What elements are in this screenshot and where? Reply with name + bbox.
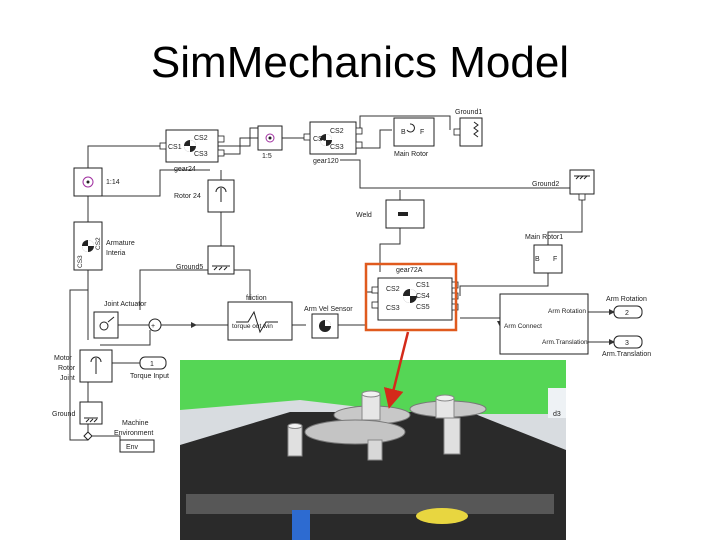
ground5-label: Ground5 — [176, 264, 203, 271]
armature-port-cs3: CS3 — [77, 255, 84, 268]
friction-block[interactable]: friction torque out win — [227, 295, 293, 341]
gear72a-port-cs4: CS4 — [416, 293, 430, 300]
red-pointer-arrow — [383, 331, 410, 409]
ratio-1-5-block[interactable]: 1:5 — [257, 125, 283, 160]
joint-label: Joint — [60, 375, 75, 382]
main-rotor1-block[interactable]: B F Main Rotor1 — [525, 234, 563, 274]
torque-input-port[interactable]: 1 Torque Input — [130, 356, 169, 380]
outport-arm-translation[interactable]: 3 Arm.Translation — [602, 335, 651, 358]
arm-translation-port-label: Arm.Translation — [542, 339, 588, 346]
ratio-1-14-label: 1:14 — [106, 179, 120, 186]
armature-label: Armature — [106, 240, 135, 247]
outport-arm-rotation-label: Arm Rotation — [606, 296, 647, 303]
torque-block-label: torque out win — [232, 323, 273, 330]
outport-arm-translation-label: Arm.Translation — [602, 351, 651, 358]
ground-label: Ground — [52, 411, 75, 418]
svg-text:+: + — [151, 323, 155, 330]
main-rotor-label: Main Rotor — [394, 151, 429, 158]
main-rotor1-label: Main Rotor1 — [525, 234, 563, 241]
ground1-block[interactable]: Ground1 — [453, 109, 483, 147]
arm-subsystem-block[interactable]: Arm Rotation Arm Connect Arm.Translation — [499, 293, 589, 355]
gear120-block[interactable]: CS1 CS2 CS3 gear120 — [303, 121, 363, 165]
gear72a-port-cs5: CS5 — [416, 304, 430, 311]
ground-block[interactable]: Ground — [52, 401, 103, 425]
ratio-1-5-label: 1:5 — [262, 153, 272, 160]
ground2-label: Ground2 — [532, 181, 559, 188]
main-rotor-port-f: F — [420, 129, 424, 136]
joint-actuator-block[interactable]: Joint Actuator — [93, 301, 147, 339]
env-label: Env — [126, 444, 139, 451]
outport-3-label: 3 — [625, 340, 629, 347]
ground5-block[interactable]: Ground5 — [176, 245, 235, 275]
armature-interia-block[interactable]: CS3 CS2 Armature Interia — [73, 221, 135, 271]
inport-1-label: 1 — [150, 361, 154, 368]
machine-label: Machine — [122, 420, 149, 427]
joint-actuator-label: Joint Actuator — [104, 301, 147, 308]
machine-environment-block[interactable]: Env Machine Environment — [83, 420, 155, 453]
sum-junction[interactable]: + — [148, 318, 162, 332]
main-rotor1-port-f: F — [553, 256, 557, 263]
connection-lines — [69, 115, 615, 441]
gear72a-port-cs2: CS2 — [386, 286, 400, 293]
rotor24-label: Rotor 24 — [174, 193, 201, 200]
weld-block[interactable]: Weld — [356, 199, 425, 229]
arm-connect-label: Arm Connect — [504, 323, 542, 330]
port-label-cs3: CS3 — [194, 151, 208, 158]
gear72a-block[interactable]: CS2 CS3 CS1 CS4 CS5 gear72A — [364, 262, 459, 332]
ground2-block[interactable]: Ground2 — [532, 169, 595, 201]
gear120-port-cs2: CS2 — [330, 128, 344, 135]
gear120-port-cs3: CS3 — [330, 144, 344, 151]
weld-label: Weld — [356, 212, 372, 219]
gear72a-highlight-box — [364, 262, 458, 332]
arm-rotation-port-label: Arm Rotation — [548, 308, 586, 315]
torque-input-label: Torque Input — [130, 373, 169, 380]
gear-3d-render: d3 — [180, 360, 566, 540]
gear120-port-cs1: CS1 — [313, 136, 327, 143]
outport-2-label: 2 — [625, 310, 629, 317]
rotor-label: Rotor — [58, 365, 76, 372]
armature-port-cs2: CS2 — [95, 237, 102, 250]
ground1-label: Ground1 — [455, 109, 482, 116]
friction-label: friction — [246, 295, 267, 302]
motor-rotor-joint-block[interactable]: Motor Rotor Joint — [54, 349, 113, 383]
arm-vel-sensor-label: Arm Vel Sensor — [304, 306, 353, 313]
arm-vel-sensor-block[interactable]: Arm Vel Sensor — [304, 306, 353, 339]
main-rotor-block[interactable]: B F Main Rotor — [393, 117, 435, 158]
gear24-label: gear24 — [174, 166, 196, 173]
ground3-label: d3 — [553, 411, 561, 418]
port-label-cs2: CS2 — [194, 135, 208, 142]
gear24-block[interactable]: CS1 CS2 CS3 gear24 — [159, 129, 225, 173]
motor-label: Motor — [54, 355, 73, 362]
gear72a-port-cs3: CS3 — [386, 305, 400, 312]
outport-arm-rotation[interactable]: 2 Arm Rotation — [606, 296, 647, 319]
gear72a-port-cs1: CS1 — [416, 282, 430, 289]
main-rotor1-port-b: B — [535, 256, 540, 263]
port-label-cs1: CS1 — [168, 144, 182, 151]
environment-label: Environment — [114, 430, 153, 437]
slide-title: SimMechanics Model — [150, 38, 570, 87]
rotor24-block[interactable]: Rotor 24 — [174, 179, 235, 213]
ratio-1-14-block[interactable]: 1:14 — [73, 167, 120, 197]
interia-label: Interia — [106, 250, 126, 257]
main-rotor-port-b: B — [401, 129, 406, 136]
gear120-label: gear120 — [313, 158, 339, 165]
gear72a-label: gear72A — [396, 267, 423, 274]
